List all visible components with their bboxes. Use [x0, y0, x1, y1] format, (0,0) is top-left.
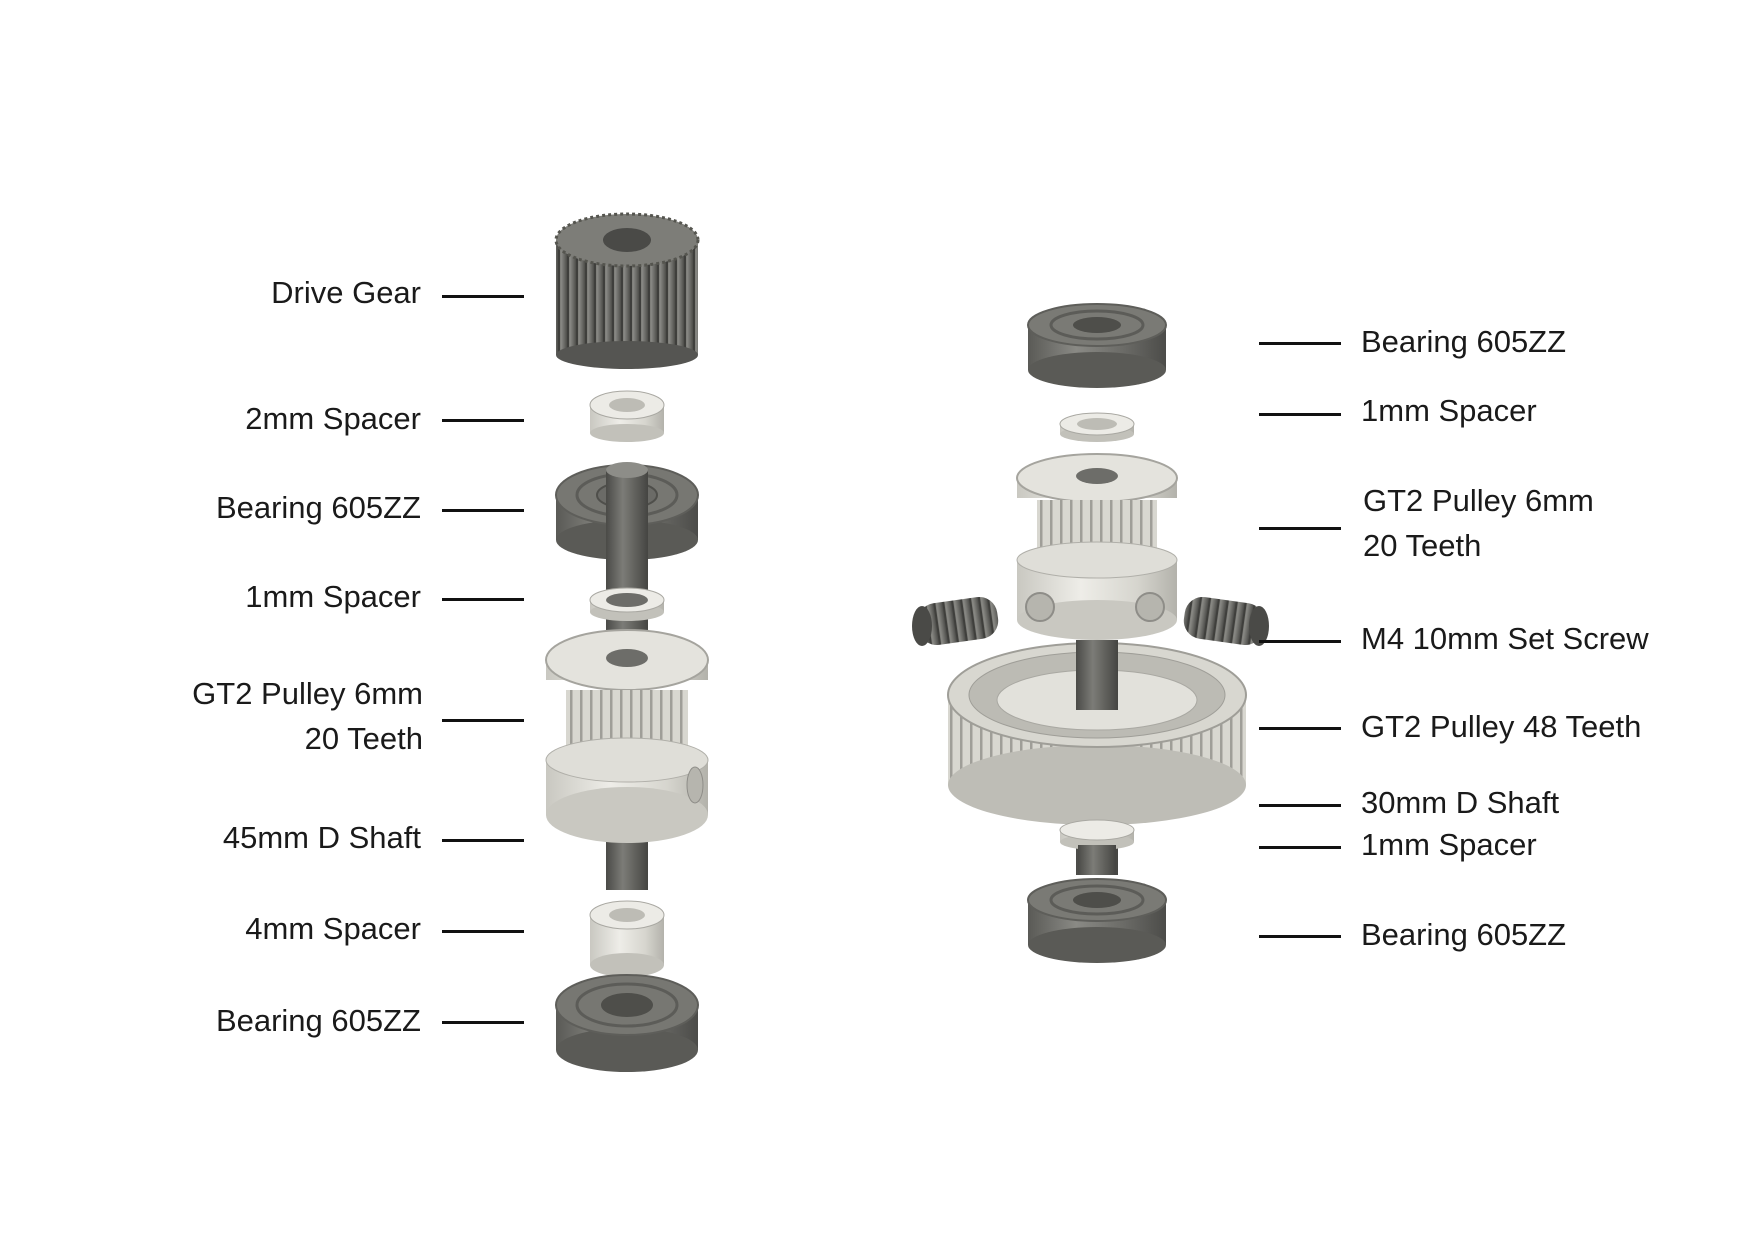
left-4mm-spacer: [589, 900, 665, 977]
right-label-1mm-spacer-bottom: 1mm Spacer: [1361, 827, 1537, 862]
leader-line: [442, 719, 524, 722]
left-label-drive-gear: Drive Gear: [271, 275, 421, 310]
leader-line: [442, 839, 524, 842]
leader-line: [1259, 527, 1341, 530]
left-label-1mm-spacer: 1mm Spacer: [245, 579, 421, 614]
right-set-screw-left: [912, 596, 999, 646]
left-label-2mm-spacer: 2mm Spacer: [245, 401, 421, 436]
left-2mm-spacer: [589, 390, 665, 442]
right-label-1mm-spacer-top: 1mm Spacer: [1361, 393, 1537, 428]
right-label-30mm-shaft: 30mm D Shaft: [1361, 785, 1560, 820]
leader-line: [1259, 804, 1341, 807]
right-label-set-screw: M4 10mm Set Screw: [1361, 621, 1649, 656]
left-1mm-spacer: [589, 587, 665, 621]
leader-line: [1259, 727, 1341, 730]
left-bottom-bearing: [555, 974, 699, 1072]
leader-line: [442, 509, 524, 512]
leader-line: [1259, 935, 1341, 938]
left-drive-gear: [554, 212, 700, 369]
leader-line: [1259, 846, 1341, 849]
leader-line: [1259, 342, 1341, 345]
right-1mm-spacer-bottom: [1059, 819, 1135, 875]
right-top-bearing: [1027, 303, 1167, 388]
left-label-top-bearing: Bearing 605ZZ: [215, 490, 421, 525]
right-label-top-bearing: Bearing 605ZZ: [1361, 324, 1567, 359]
left-label-gt2-pulley-20t: GT2 Pulley 6mm 20 Teeth: [192, 676, 423, 756]
leader-line: [442, 1021, 524, 1024]
leader-line: [1259, 413, 1341, 416]
leader-line: [1259, 640, 1341, 643]
left-label-4mm-spacer: 4mm Spacer: [245, 911, 421, 946]
right-gt2-pulley-20t: [1016, 453, 1178, 640]
leader-line: [442, 419, 524, 422]
leader-line: [442, 295, 524, 298]
leader-line: [442, 930, 524, 933]
right-bottom-bearing: [1027, 878, 1167, 963]
right-gt2-pulley-48t: [947, 640, 1247, 825]
leader-line: [442, 598, 524, 601]
left-label-45mm-shaft: 45mm D Shaft: [222, 820, 421, 855]
right-label-bottom-bearing: Bearing 605ZZ: [1361, 917, 1567, 952]
right-label-gt2-pulley-20t: GT2 Pulley 6mm 20 Teeth: [1363, 483, 1594, 563]
right-1mm-spacer-top: [1059, 412, 1135, 442]
left-gt2-pulley-20t: [545, 629, 709, 843]
right-label-gt2-pulley-48t: GT2 Pulley 48 Teeth: [1361, 709, 1642, 744]
left-label-bottom-bearing: Bearing 605ZZ: [215, 1003, 421, 1038]
right-set-screw-right: [1183, 596, 1269, 646]
